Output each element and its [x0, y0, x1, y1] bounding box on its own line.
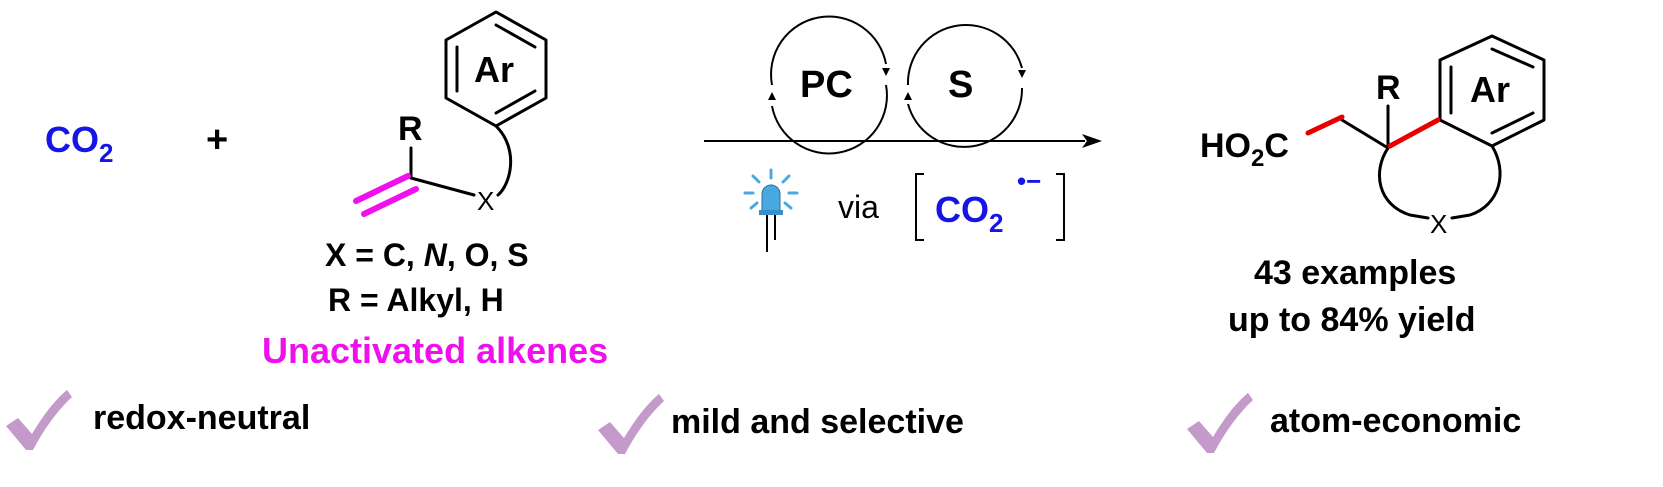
feature-atom-economic: atom-economic [1270, 402, 1521, 440]
s-cycle-arc-bottom [907, 87, 1024, 148]
product-ring-arc-right [1450, 144, 1502, 220]
new-c-c-bond-carboxyl [1305, 114, 1345, 136]
co2-subscript: 2 [99, 138, 113, 168]
max-yield: up to 84% yield [1228, 301, 1476, 339]
check-icon [6, 390, 72, 450]
product-r-label: R [1376, 69, 1401, 107]
check-icon [1187, 393, 1253, 453]
substrate-bond-chain [409, 176, 476, 197]
co2-text: CO [45, 119, 99, 160]
substrate-ar-label: Ar [474, 49, 514, 90]
co2-reactant: CO2 [45, 119, 113, 168]
product-ar-label: Ar [1470, 69, 1510, 110]
pc-label: PC [800, 64, 853, 106]
radical-brackets [915, 173, 1065, 241]
s-label: S [948, 64, 973, 106]
substrate-x-label: X [477, 186, 494, 216]
substrate-ring-double-bond-1 [494, 23, 537, 49]
product-ring-arc-left [1378, 146, 1430, 220]
feature-redox-neutral: redox-neutral [93, 399, 310, 437]
radical-anion-charge: •− [1017, 166, 1041, 196]
scope-r-line: R = Alkyl, H [328, 282, 504, 318]
pc-cycle-arc-bottom [771, 84, 888, 155]
substrate-tether-arc [494, 124, 513, 197]
examples-count: 43 examples [1254, 254, 1456, 292]
product-ring-double-bond-1 [1490, 47, 1535, 69]
product-x-label: X [1430, 209, 1447, 239]
substrate-r-label: R [398, 110, 423, 148]
unactivated-alkenes-label: Unactivated alkenes [262, 330, 608, 371]
alkene-double-bond [353, 173, 419, 217]
substrate-structure [409, 10, 548, 197]
catalytic-cycles [770, 15, 1024, 155]
new-bonds [1305, 114, 1441, 149]
led-light-icon [743, 168, 799, 252]
check-icon [598, 394, 664, 454]
product-bond-ch2-quaternary [1340, 118, 1390, 150]
new-c-c-bond-aryl [1387, 117, 1441, 149]
co2-radical-anion: CO2 [935, 189, 1003, 238]
s-cycle-arc-top [906, 23, 1023, 86]
reaction-arrow-head [1082, 134, 1102, 148]
product-ring-double-bond-2 [1490, 111, 1535, 135]
plus-sign: + [206, 119, 228, 161]
substrate-ring-double-bond-2 [494, 89, 537, 115]
product-acid-group: HO2C [1200, 127, 1289, 172]
product-structure [1340, 34, 1546, 220]
scope-x-line: X = C, N, O, S [325, 237, 529, 273]
feature-mild-selective: mild and selective [671, 403, 964, 441]
cycle-arrowheads [768, 68, 1026, 100]
via-label: via [838, 189, 879, 225]
pc-cycle-arc-top [770, 15, 887, 86]
